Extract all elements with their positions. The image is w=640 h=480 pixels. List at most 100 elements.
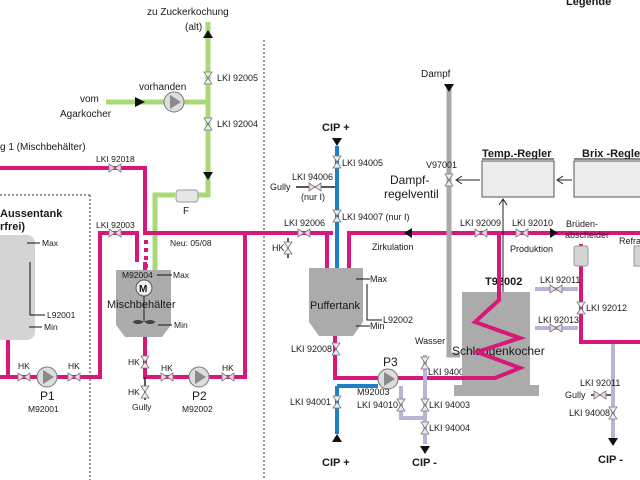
valve-92004-icon[interactable] [203,117,213,131]
valve-94005-icon[interactable] [332,155,342,169]
schlangenkocher-title: Schlangenkocher [452,344,545,358]
temp-controller-box[interactable] [481,160,555,198]
valve-94010-icon[interactable] [396,398,406,412]
label-valve-92006: LKI 92006 [284,218,325,228]
puffertank-max: Max [370,274,388,284]
label-vorhanden: vorhanden [139,82,186,93]
valve-94006-icon[interactable] [308,182,322,192]
mischbehaelter-max: Max [173,270,190,280]
label-valve-94006: LKI 94006 [292,172,333,182]
aussentank-level-sensor: L92001 [47,310,76,320]
valve-92013-icon[interactable] [549,323,563,333]
produktion-arrow-icon [550,228,558,238]
label-valve-94008: LKI 94008 [569,408,610,418]
pump-p1-icon[interactable] [36,366,58,388]
label-valve-94002: LKI 94002 [428,367,469,377]
label-hk-puffer: HK [272,243,285,253]
hk-valve-puffer-icon[interactable] [283,241,293,255]
brix-controller-box[interactable] [573,160,640,198]
label-valve-94006-note: (nur I) [301,192,325,202]
pump-p2-icon[interactable] [188,366,210,388]
agar-pump-icon[interactable] [163,91,185,113]
label-valve-92005: LKI 92005 [217,73,258,83]
cip-plus-bottom-arrow-icon [332,434,342,442]
agitator-blade-right-icon [145,320,155,324]
valve-94003-icon[interactable] [420,398,430,412]
pump-p3-motor: M92003 [357,387,390,397]
aussentank-min: Min [44,322,58,332]
mischbehaelter-motor-id: M92004 [122,270,153,280]
label-hk-p2-in: HK [161,363,173,373]
hk-valve-p1-out-icon[interactable] [67,372,81,382]
label-steam-valve-line2: regelventil [384,187,439,201]
valve-92010-icon[interactable] [515,228,529,238]
label-valve-94003: LKI 94003 [429,400,470,410]
label-valve-92009: LKI 92009 [460,218,501,228]
valve-92018-icon[interactable] [108,163,122,173]
section-title-mischbehaelter: g 1 (Mischbehälter) [0,142,86,153]
label-valve-94004: LKI 94004 [429,423,470,433]
agar-outlet-arrow-icon [203,30,213,38]
valve-92005-icon[interactable] [203,71,213,85]
valve-94008-icon[interactable] [608,406,618,420]
label-dampf: Dampf [421,69,451,80]
label-valve-92008: LKI 92008 [291,344,332,354]
puffertank-shape[interactable] [309,268,363,336]
steam-line [446,88,460,358]
mischbehaelter-title: Mischbehälter [107,299,176,311]
valve-94001-icon[interactable] [332,395,342,409]
filter-icon[interactable] [175,189,199,203]
hk-valve-p2-out-icon[interactable] [221,372,235,382]
temp-to-valve-arrow-icon [455,175,463,185]
label-valve-92011b: LKI 92011 [580,378,620,388]
aussentank-title-line1: Aussentank [0,208,63,220]
refraktometer-shape[interactable] [633,245,640,267]
valve-94004-icon[interactable] [420,421,430,435]
label-hk-p1-out: HK [68,361,80,371]
label-agarkocher: Agarkocher [60,109,112,120]
label-refra: Refra [619,236,640,246]
valve-92006-icon[interactable] [297,228,311,238]
label-valve-92010: LKI 92010 [512,218,553,228]
label-valve-92012: LKI 92012 [586,303,627,313]
mischbehaelter-min: Min [174,320,188,330]
label-valve-94005: LKI 94005 [342,158,383,168]
valve-92009-icon[interactable] [474,228,488,238]
label-valve-92011: LKI 92011 [540,275,580,285]
pump-p3-icon[interactable] [377,368,399,390]
agitator-blade-left-icon [133,320,143,324]
pump-p1-name: P1 [40,389,55,403]
label-valve-92018: LKI 92018 [96,154,135,164]
brueden-separator-shape[interactable] [573,245,589,267]
cip-minus-bottom-arrow-icon [420,446,430,454]
valve-92011b-icon[interactable] [593,390,607,400]
cip-minus-right-arrow-icon [608,438,618,446]
label-produktion: Produktion [510,244,553,254]
cip-plus-top-arrow-icon [332,138,342,146]
hk-valve-mb-gully-icon[interactable] [140,385,150,399]
label-hk-mb-gully: HK [128,387,140,397]
label-hk-mb-outlet: HK [128,357,140,367]
product-line-right [579,244,640,344]
hk-valve-mb-outlet-icon[interactable] [140,355,150,369]
puffertank-level-sensor: L92002 [383,315,413,325]
valve-92012-icon[interactable] [576,301,586,315]
brix-to-temp-arrow-icon [556,175,564,185]
label-brueden-line1: Brüden- [566,219,598,229]
steam-control-valve-icon[interactable] [444,173,454,187]
label-hk-p2-out: HK [222,363,234,373]
valve-92011-icon[interactable] [549,284,563,294]
hk-valve-p2-in-icon[interactable] [160,372,174,382]
agar-inlet-arrow-icon [135,97,145,107]
valve-94007-icon[interactable] [332,209,342,223]
label-temp-sensor: T92002 [485,276,522,288]
hk-valve-p1-in-icon[interactable] [17,372,31,382]
valve-92003-icon[interactable] [108,228,122,238]
label-steam-valve-line1: Dampf- [390,173,429,187]
aussentank-shape[interactable] [0,235,35,340]
pump-p2-name: P2 [192,389,207,403]
label-wasser: Wasser [415,336,445,346]
label-vom: vom [80,94,99,105]
label-valve-94010: LKI 94010 [357,400,398,410]
puffertank-min: Min [370,321,385,331]
